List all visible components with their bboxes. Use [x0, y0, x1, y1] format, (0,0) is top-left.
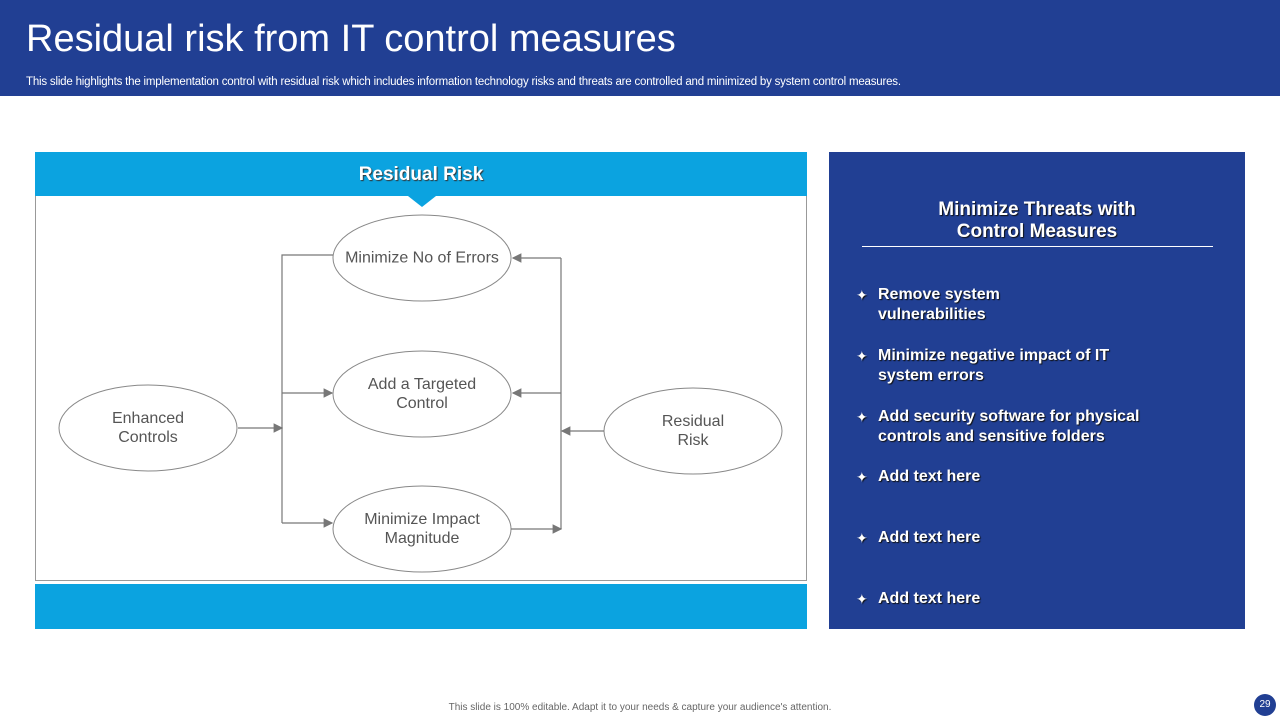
page-title: Residual risk from IT control measures: [26, 18, 676, 60]
diagram-heading: Residual Risk: [35, 152, 807, 196]
four-point-star-icon: ✦: [856, 530, 868, 546]
page-number: 29: [1254, 694, 1276, 716]
heading-pointer: [408, 196, 436, 207]
four-point-star-icon: ✦: [856, 469, 868, 485]
control-measures-panel: Minimize Threats with Control Measures ✦…: [829, 152, 1245, 629]
four-point-star-icon: ✦: [856, 409, 868, 425]
four-point-star-icon: ✦: [856, 348, 868, 364]
node-enhanced-controls: Enhanced Controls: [111, 410, 185, 446]
diagram-footer-bar: [35, 584, 807, 629]
node-targeted-control: Add a Targeted Control: [367, 376, 477, 412]
header-bar: Residual risk from IT control measures T…: [0, 0, 1280, 96]
page-subtitle: This slide highlights the implementation…: [26, 76, 901, 88]
left-bus: [281, 254, 333, 523]
node-impact-magnitude: Minimize Impact Magnitude: [364, 511, 480, 547]
footer-note: This slide is 100% editable. Adapt it to…: [448, 702, 832, 713]
node-minimize-errors: Minimize No of Errors: [345, 249, 499, 267]
node-residual-risk: Residual Risk: [661, 413, 725, 449]
panel-title: Minimize Threats with Control Measures: [938, 199, 1136, 242]
four-point-star-icon: ✦: [856, 287, 868, 303]
ellipse-enhanced: [58, 384, 238, 472]
divider: [862, 246, 1213, 247]
four-point-star-icon: ✦: [856, 591, 868, 607]
ellipse-errors: [332, 214, 512, 302]
